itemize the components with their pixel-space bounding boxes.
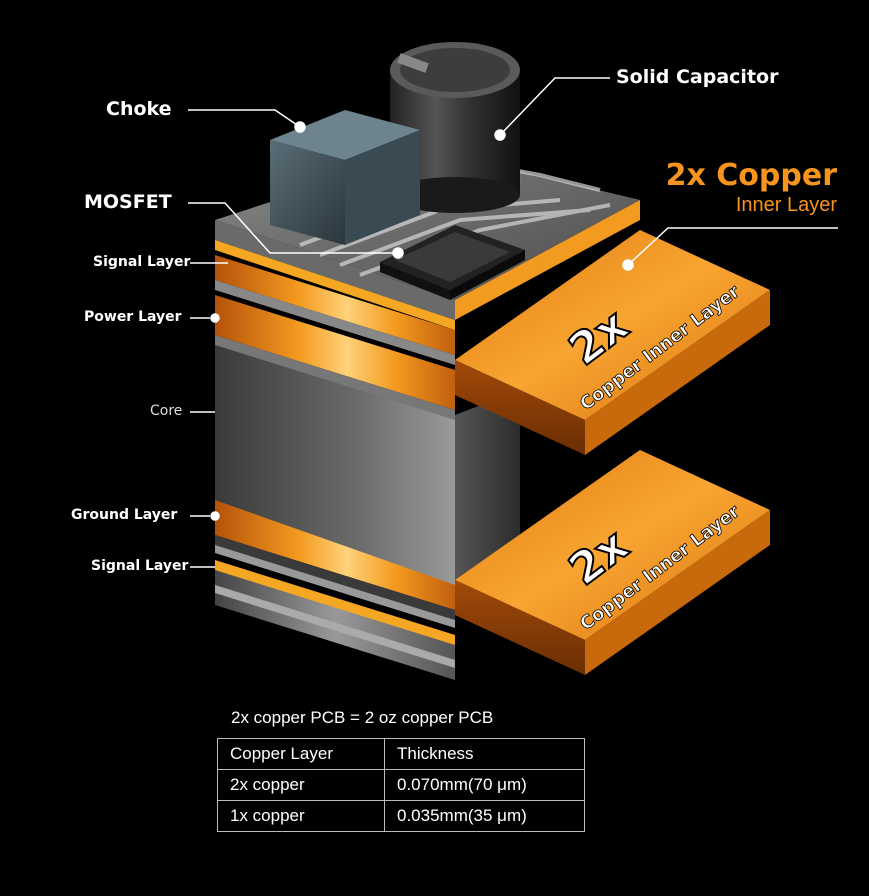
- choke-graphic: [270, 110, 420, 245]
- leader-mosfet: [188, 202, 398, 254]
- upper-copper-slab: [455, 230, 770, 455]
- bottom-grey-thin: [215, 585, 455, 668]
- table-header-row: Copper Layer Thickness: [217, 738, 585, 770]
- ground-layer-copper: [215, 495, 455, 610]
- upper-slab-side: [585, 290, 770, 455]
- power-layer-copper: [215, 295, 455, 410]
- table-row: 1x copper 0.035mm(35 μm): [217, 800, 585, 832]
- table-cell: 1x copper: [217, 800, 385, 832]
- label-core: Core: [150, 403, 183, 419]
- copper-equation: 2x copper PCB = 2 oz copper PCB: [231, 708, 494, 727]
- table-cell: 0.070mm(70 μm): [384, 769, 585, 801]
- mosfet-graphic: [380, 225, 525, 300]
- copper-title-line1: 2x Copper: [665, 158, 837, 193]
- power-layer-grey-line: [215, 335, 455, 420]
- core-side: [455, 390, 520, 585]
- top-board-copper-edge: [215, 240, 455, 330]
- leader-choke: [188, 109, 301, 128]
- table-cell: 2x copper: [217, 769, 385, 801]
- top-board-front: [215, 220, 455, 320]
- label-signal-layer-bottom: Signal Layer: [91, 558, 189, 574]
- lower-slab-front: [455, 580, 585, 675]
- ground-layer-dark-line: [215, 535, 455, 620]
- lower-copper-slab: [455, 450, 770, 675]
- ground-layer-grey-line: [215, 545, 455, 628]
- table-row: 2x copper 0.070mm(70 μm): [217, 769, 585, 801]
- copper-title-line2: Inner Layer: [735, 194, 837, 216]
- upper-slab-top: [455, 230, 770, 420]
- label-mosfet: MOSFET: [84, 191, 172, 213]
- table-header-cell: Copper Layer: [217, 738, 385, 770]
- lower-slab-top: [455, 450, 770, 640]
- lower-slab-side: [585, 510, 770, 675]
- top-signal-copper: [215, 255, 455, 355]
- leader-solid-capacitor: [499, 77, 610, 136]
- top-signal-grey-line: [215, 280, 455, 365]
- copper-thickness-table: Copper Layer Thickness 2x copper 0.070mm…: [217, 738, 585, 832]
- bottom-signal-copper-edge: [215, 560, 455, 645]
- label-solid-capacitor: Solid Capacitor: [616, 66, 779, 88]
- copper-title: 2x Copper Inner Layer: [666, 158, 837, 216]
- leader-lines: [188, 77, 838, 568]
- label-ground-layer: Ground Layer: [71, 507, 178, 523]
- leader-copper-title: [627, 227, 838, 266]
- label-signal-layer-top: Signal Layer: [93, 254, 191, 270]
- label-choke: Choke: [106, 98, 172, 120]
- table-cell: 0.035mm(35 μm): [384, 800, 585, 832]
- top-board-side: [455, 200, 640, 320]
- upper-slab-front: [455, 360, 585, 455]
- table-header-cell: Thickness: [384, 738, 585, 770]
- label-power-layer: Power Layer: [84, 309, 182, 325]
